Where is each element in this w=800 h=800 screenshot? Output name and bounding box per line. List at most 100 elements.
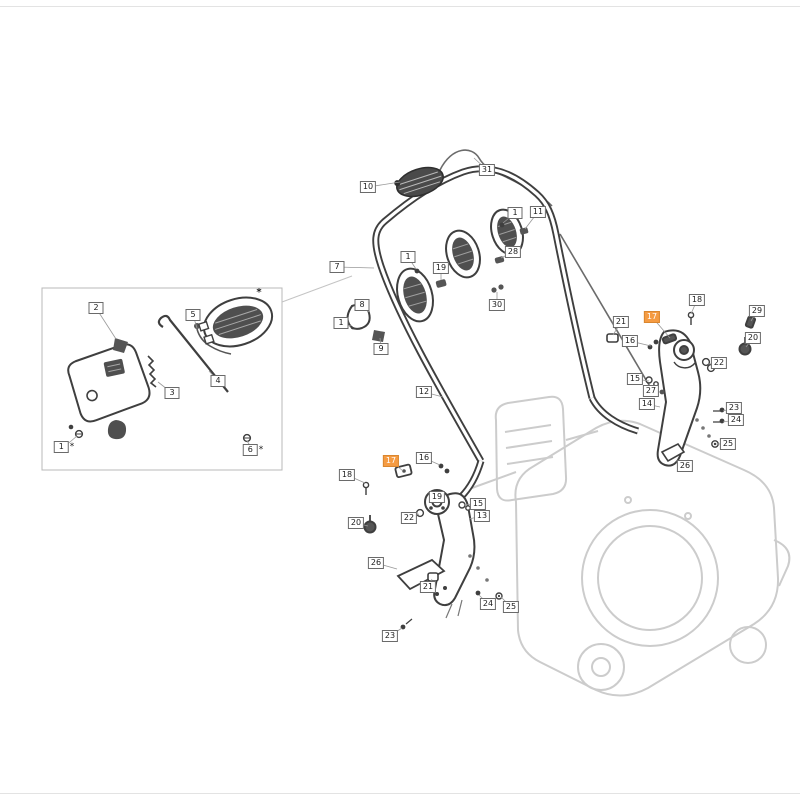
part-callout-24[interactable]: 24	[727, 414, 745, 426]
part-callout-21[interactable]: 21	[419, 581, 437, 593]
frame-border-top	[0, 6, 800, 7]
part-number-label: 20	[347, 517, 365, 529]
part-number-label: 22	[710, 357, 728, 369]
part-number-label: 18	[688, 294, 706, 306]
part-number-label: 18	[338, 469, 356, 481]
part-callout-14[interactable]: 14	[638, 398, 656, 410]
part-callout-7[interactable]: 7	[329, 261, 345, 273]
part-callout-6[interactable]: 6*	[242, 444, 263, 456]
part-number-label: 23	[725, 402, 743, 414]
right-height-adjuster	[606, 311, 757, 467]
part-callout-21[interactable]: 21	[612, 316, 630, 328]
part-number-label: 24	[727, 414, 745, 426]
part-callout-3[interactable]: 3	[164, 387, 180, 399]
part-callout-19[interactable]: 19	[428, 491, 446, 503]
part-number-label: 10	[359, 181, 377, 193]
part-number-label: 21	[612, 316, 630, 328]
part-number-label: 30	[488, 299, 506, 311]
part-callout-5[interactable]: 5	[185, 309, 201, 321]
part-callout-15[interactable]: 15	[469, 498, 487, 510]
part-number-label: 26	[367, 557, 385, 569]
part-callout-4[interactable]: 4	[210, 375, 226, 387]
part-callout-15[interactable]: 15	[626, 373, 644, 385]
part-callout-27[interactable]: 27	[642, 385, 660, 397]
part-callout-26[interactable]: 26	[367, 557, 385, 569]
part-number-label: 23	[381, 630, 399, 642]
part-number-label: 19	[432, 262, 450, 274]
part-callout-1[interactable]: 1	[507, 207, 523, 219]
part-number-label: 1	[333, 317, 349, 329]
part-number-label: 14	[638, 398, 656, 410]
part-callout-20[interactable]: 20	[347, 517, 365, 529]
part-callout-24[interactable]: 24	[479, 598, 497, 610]
part-callout-9[interactable]: 9	[373, 343, 389, 355]
part-number-label: *	[256, 287, 262, 298]
inset-screws	[68, 424, 252, 443]
part-number-label: 6	[242, 444, 258, 456]
part-number-label: 22	[400, 512, 418, 524]
part-number-label: 25	[502, 601, 520, 613]
part-callout-31[interactable]: 31	[478, 164, 496, 176]
part-number-label: 25	[719, 438, 737, 450]
part-number-label: 11	[529, 206, 547, 218]
part-callout-23[interactable]: 23	[381, 630, 399, 642]
part-callout-1[interactable]: 1*	[53, 441, 74, 453]
part-callout-26[interactable]: 26	[676, 460, 694, 472]
part-number-label: 19	[428, 491, 446, 503]
part-callout-25[interactable]: 25	[502, 601, 520, 613]
part-callout-12[interactable]: 12	[415, 386, 433, 398]
part-callout-30[interactable]: 30	[488, 299, 506, 311]
part-callout-16[interactable]: 16	[621, 335, 639, 347]
part-callout-28[interactable]: 28	[504, 246, 522, 258]
part-callout-19[interactable]: 19	[432, 262, 450, 274]
part-number-label: 3	[164, 387, 180, 399]
part-number-label: 20	[744, 332, 762, 344]
part-number-label: 28	[504, 246, 522, 258]
part-callout-29[interactable]: 29	[748, 305, 766, 317]
part-number-label: 17	[382, 455, 400, 467]
frame-border-bottom	[0, 793, 800, 794]
part-callout-1[interactable]: 1	[333, 317, 349, 329]
part-callout-13[interactable]: 13	[473, 510, 491, 522]
part-number-label: 9	[373, 343, 389, 355]
part-callout-23[interactable]: 23	[725, 402, 743, 414]
part-callout-20[interactable]: 20	[744, 332, 762, 344]
mower-deck-ghost	[471, 395, 791, 697]
part-callout-18[interactable]: 18	[688, 294, 706, 306]
part-number-label: 24	[479, 598, 497, 610]
part-number-label: 21	[419, 581, 437, 593]
part-number-label: 15	[469, 498, 487, 510]
part-callout-1[interactable]: 1	[400, 251, 416, 263]
handle-control-pods	[396, 208, 524, 323]
part-callout-11[interactable]: 11	[529, 206, 547, 218]
part-number-label: 31	[478, 164, 496, 176]
part-callout-17-highlighted[interactable]: 17	[643, 311, 661, 323]
top-control-housing	[394, 166, 444, 198]
part-number-label: 27	[642, 385, 660, 397]
part-callout-8[interactable]: 8	[354, 299, 370, 311]
part-number-label: 1	[507, 207, 523, 219]
part-callout-22[interactable]: 22	[400, 512, 418, 524]
part-number-label: 12	[415, 386, 433, 398]
inset-detail-box	[41, 275, 353, 471]
part-number-label: 26	[676, 460, 694, 472]
footnote-asterisk-mark: *	[253, 288, 266, 298]
part-callout-18[interactable]: 18	[338, 469, 356, 481]
part-number-label: 5	[185, 309, 201, 321]
part-callout-2[interactable]: 2	[88, 302, 104, 314]
part-callout-10[interactable]: 10	[359, 181, 377, 193]
part-callout-16[interactable]: 16	[415, 452, 433, 464]
throttle-cover	[197, 296, 274, 348]
part-number-label: 1	[53, 441, 69, 453]
part-callout-22[interactable]: 22	[710, 357, 728, 369]
part-number-label: 7	[329, 261, 345, 273]
part-number-label: 13	[473, 510, 491, 522]
part-callout-25[interactable]: 25	[719, 438, 737, 450]
handle-small-parts	[346, 222, 529, 342]
part-number-label: 1	[400, 251, 416, 263]
part-callout-17-highlighted[interactable]: 17	[382, 455, 400, 467]
throttle-rod	[157, 314, 229, 393]
